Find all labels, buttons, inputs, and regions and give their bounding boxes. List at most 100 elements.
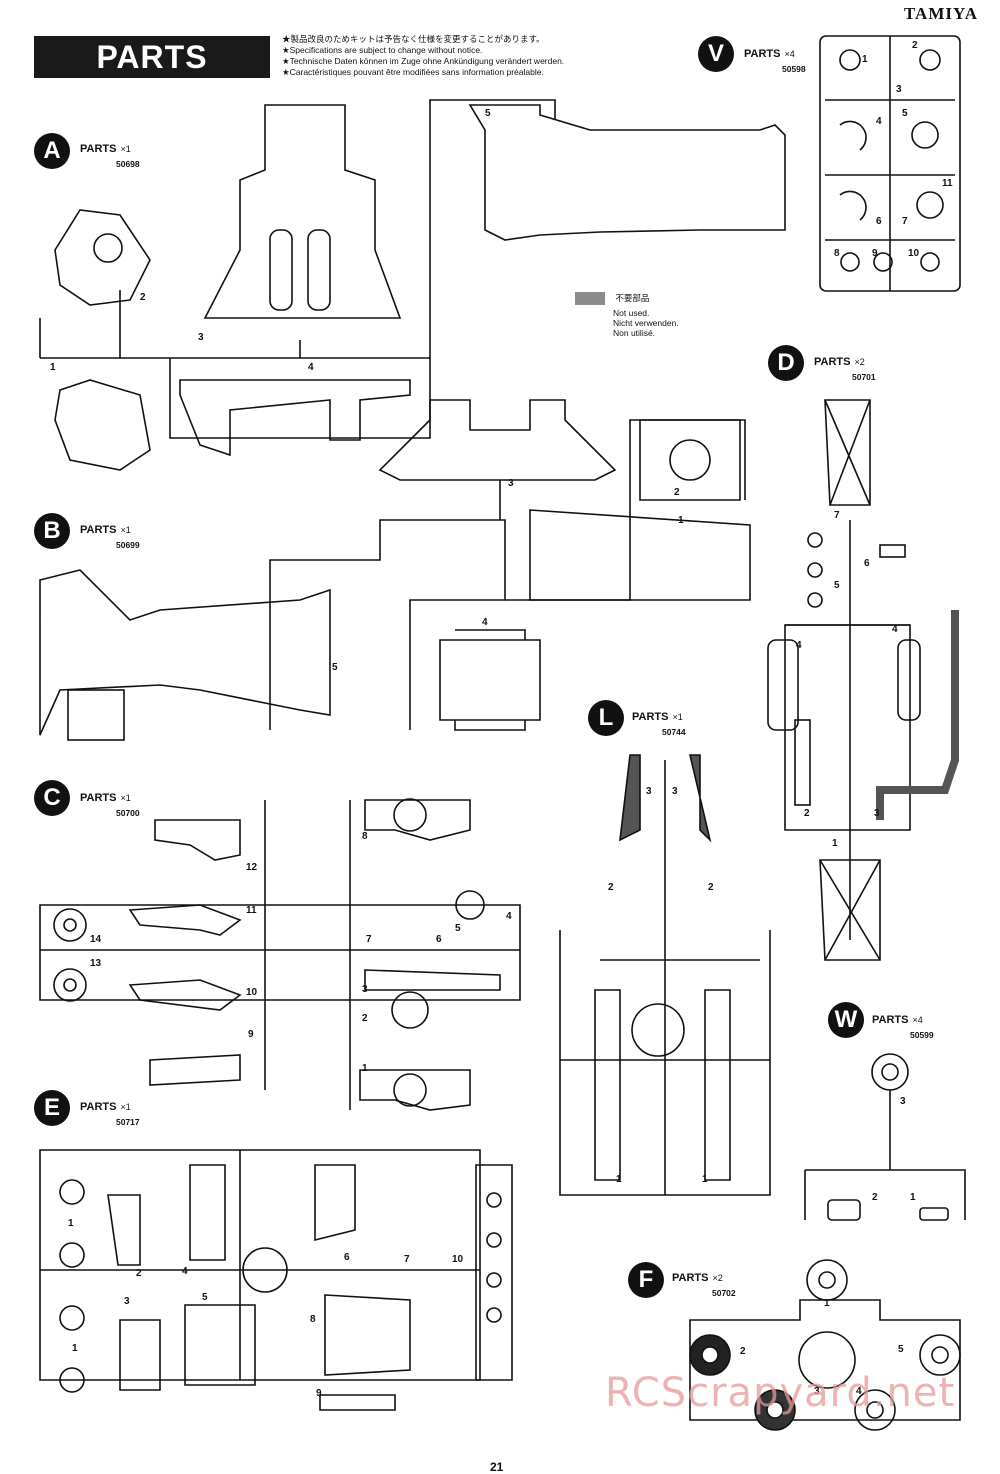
- part-number-b3: 3: [508, 478, 514, 489]
- parts-label-l: PARTS×1: [632, 711, 683, 723]
- part-number-f2: 2: [740, 1346, 746, 1357]
- part-number-e10: 10: [452, 1254, 464, 1265]
- part-number-l3b: 3: [672, 786, 678, 797]
- part-number-c12: 12: [246, 862, 258, 873]
- unused-de: Nicht verwenden.: [613, 318, 679, 328]
- page-number: 21: [490, 1460, 504, 1474]
- part-number-c13: 13: [90, 958, 102, 969]
- parts-label-v: PARTS×4: [744, 48, 795, 60]
- part-number-c1: 1: [362, 1063, 368, 1074]
- parts-header-d: D: [768, 345, 804, 381]
- notice-ja: ★製品改良のためキットは予告なく仕様を変更することがあります。: [282, 34, 545, 44]
- parts-badge-d: D: [768, 345, 804, 381]
- part-number-e1a: 1: [68, 1218, 74, 1229]
- parts-code-c: 50700: [116, 808, 140, 818]
- parts-code-v: 50598: [782, 64, 806, 74]
- part-number-v2: 2: [912, 40, 918, 51]
- parts-header-e: E: [34, 1090, 70, 1126]
- parts-header-b: B: [34, 513, 70, 549]
- parts-code-e: 50717: [116, 1117, 140, 1127]
- parts-code-l: 50744: [662, 727, 686, 737]
- parts-header-f: F: [628, 1262, 664, 1298]
- sprue-tree-w: [804, 1053, 966, 1221]
- part-number-c3: 3: [362, 984, 368, 995]
- parts-badge-l: L: [588, 700, 624, 736]
- parts-title-banner: PARTS: [34, 36, 270, 78]
- part-number-f1: 1: [824, 1298, 830, 1309]
- part-number-e7: 7: [404, 1254, 410, 1265]
- parts-header-w: W: [828, 1002, 864, 1038]
- parts-label-f: PARTS×2: [672, 1272, 723, 1284]
- unused-en: Not used.: [613, 308, 650, 318]
- parts-label-a: PARTS×1: [80, 143, 131, 155]
- part-number-v7: 7: [902, 216, 908, 227]
- part-number-v3: 3: [896, 84, 902, 95]
- part-number-f4: 4: [856, 1386, 862, 1397]
- parts-label-b: PARTS×1: [80, 524, 131, 536]
- part-number-v9: 9: [872, 248, 878, 259]
- part-number-d4b: 4: [892, 624, 898, 635]
- notice-de: ★Technische Daten können im Zuge ohne An…: [282, 56, 565, 66]
- parts-badge-e: E: [34, 1090, 70, 1126]
- parts-badge-v: V: [698, 36, 734, 72]
- part-number-d2: 2: [804, 808, 810, 819]
- part-number-v4: 4: [876, 116, 882, 127]
- sprue-tree-f: [689, 1259, 961, 1431]
- unused-ja: 不要部品: [615, 292, 650, 303]
- notice-fr: ★Caractéristiques pouvant être modifiées…: [282, 67, 544, 77]
- unused-parts-legend: 不要部品 Not used. Nicht verwenden. Non util…: [575, 292, 679, 338]
- unused-fr: Non utilisé.: [613, 328, 656, 338]
- parts-header-a: A: [34, 133, 70, 169]
- part-number-a3: 3: [198, 332, 204, 343]
- part-number-c7: 7: [366, 934, 372, 945]
- part-number-c6: 6: [436, 934, 442, 945]
- parts-label-c: PARTS×1: [80, 792, 131, 804]
- part-number-e2: 2: [136, 1268, 142, 1279]
- spec-notice: ★製品改良のためキットは予告なく仕様を変更することがあります。 ★Specifi…: [282, 34, 564, 78]
- part-number-b4: 4: [482, 617, 488, 628]
- part-number-d4a: 4: [796, 640, 802, 651]
- parts-code-d: 50701: [852, 372, 876, 382]
- parts-badge-b: B: [34, 513, 70, 549]
- part-number-e9: 9: [316, 1388, 322, 1399]
- part-number-a2: 2: [140, 292, 146, 303]
- part-number-e5: 5: [202, 1292, 208, 1303]
- part-number-v8: 8: [834, 248, 840, 259]
- part-number-w2: 2: [872, 1192, 878, 1203]
- part-number-v11: 11: [942, 178, 953, 189]
- part-number-d7: 7: [834, 510, 840, 521]
- part-number-v5: 5: [902, 108, 908, 119]
- part-number-c10: 10: [246, 987, 258, 998]
- part-number-d1: 1: [832, 838, 838, 849]
- sprue-tree-c: [39, 798, 521, 1111]
- parts-badge-w: W: [828, 1002, 864, 1038]
- brand-logo: TAMIYA: [903, 4, 978, 23]
- parts-header-c: C: [34, 780, 70, 816]
- part-number-v10: 10: [908, 248, 920, 259]
- part-number-c8: 8: [362, 831, 368, 842]
- part-number-w3: 3: [900, 1096, 906, 1107]
- part-number-c4: 4: [506, 911, 512, 922]
- sprue-tree-b: [39, 419, 751, 741]
- part-number-e1b: 1: [72, 1343, 78, 1354]
- parts-label-w: PARTS×4: [872, 1014, 923, 1026]
- unused-swatch: [575, 292, 605, 305]
- part-number-a4: 4: [308, 362, 314, 373]
- parts-header-v: V: [698, 36, 734, 72]
- part-number-f3: 3: [814, 1386, 820, 1397]
- part-number-b5: 5: [332, 662, 338, 673]
- sprue-tree-d: [767, 399, 959, 961]
- part-number-v6: 6: [876, 216, 882, 227]
- parts-header-l: L: [588, 700, 624, 736]
- part-number-d5: 5: [834, 580, 840, 591]
- part-number-l2b: 2: [708, 882, 714, 893]
- parts-badge-a: A: [34, 133, 70, 169]
- part-number-l3a: 3: [646, 786, 652, 797]
- part-number-a5: 5: [485, 108, 491, 119]
- parts-badge-c: C: [34, 780, 70, 816]
- part-number-d6: 6: [864, 558, 870, 569]
- part-number-l1a: 1: [616, 1174, 622, 1185]
- parts-code-w: 50599: [910, 1030, 934, 1040]
- parts-label-e: PARTS×1: [80, 1101, 131, 1113]
